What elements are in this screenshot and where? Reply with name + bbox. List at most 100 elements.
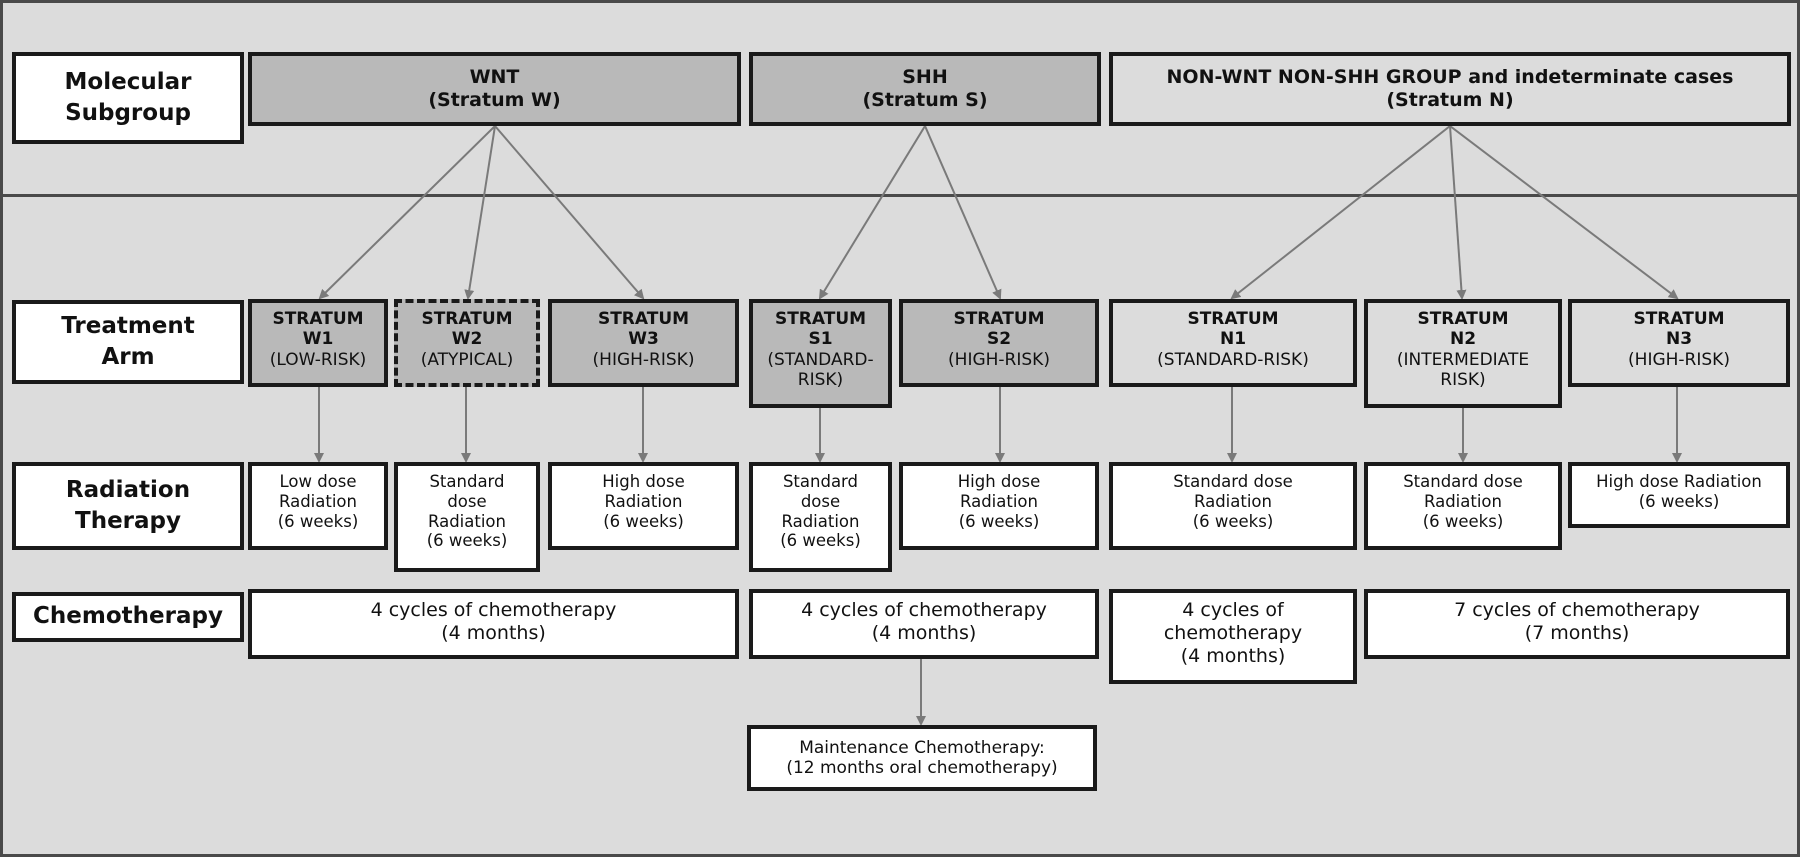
group-shh-name: SHH: [902, 66, 948, 89]
arm-s1-risk-line2: RISK): [797, 370, 844, 391]
radiation-s1-line4: (6 weeks): [780, 531, 861, 551]
radiation-w1-line3: (6 weeks): [277, 511, 359, 531]
radiation-w3-line3: (6 weeks): [603, 511, 684, 531]
arm-n3-risk: (HIGH-RISK): [1628, 349, 1730, 370]
chemo-s-line2: (4 months): [871, 621, 977, 644]
radiation-n3: High dose Radiation (6 weeks): [1568, 462, 1790, 528]
chemo-s: 4 cycles of chemotherapy (4 months): [749, 589, 1099, 659]
chemo-w-line2: (4 months): [441, 621, 546, 644]
chemo-n1-line2: chemotherapy: [1163, 621, 1303, 644]
row-label-radiation: Radiation Therapy: [12, 462, 244, 550]
arm-n3: STRATUM N3 (HIGH-RISK): [1568, 299, 1790, 387]
arm-n2-risk-line1: (INTERMEDIATE: [1396, 349, 1530, 370]
arm-s2: STRATUM S2 (HIGH-RISK): [899, 299, 1099, 387]
arm-n2-code: N2: [1449, 329, 1477, 350]
radiation-w3-line2: Radiation: [604, 491, 683, 511]
arm-n1: STRATUM N1 (STANDARD-RISK): [1109, 299, 1357, 387]
radiation-s2-line3: (6 weeks): [958, 511, 1040, 531]
arm-n1-code: N1: [1219, 329, 1247, 350]
radiation-n3-line1: High dose Radiation: [1596, 472, 1762, 491]
radiation-n1-line2: Radiation: [1194, 491, 1272, 511]
arm-n2: STRATUM N2 (INTERMEDIATE RISK): [1364, 299, 1562, 408]
chemo-n2-n3: 7 cycles of chemotherapy (7 months): [1364, 589, 1790, 659]
maintenance-chemo: Maintenance Chemotherapy: (12 months ora…: [747, 725, 1097, 791]
radiation-n3-line2: (6 weeks): [1638, 491, 1720, 511]
arm-w2-code: W2: [451, 329, 483, 350]
arm-s1-code: S1: [808, 329, 833, 350]
group-shh: SHH (Stratum S): [749, 52, 1101, 126]
arm-s2-title: STRATUM: [953, 309, 1045, 329]
chemo-w: 4 cycles of chemotherapy (4 months): [248, 589, 739, 659]
radiation-s2-line1: High dose: [957, 472, 1041, 491]
arm-s2-risk: (HIGH-RISK): [948, 349, 1050, 370]
arm-w3-title: STRATUM: [597, 309, 690, 329]
group-wnt: WNT (Stratum W): [248, 52, 741, 126]
arm-n3-title: STRATUM: [1633, 309, 1725, 329]
arm-w3-risk: (HIGH-RISK): [592, 349, 695, 370]
radiation-w1-line1: Low dose: [279, 472, 357, 491]
radiation-w2-line4: (6 weeks): [426, 531, 508, 551]
chemo-s-line1: 4 cycles of chemotherapy: [801, 599, 1047, 621]
radiation-n2: Standard dose Radiation (6 weeks): [1364, 462, 1562, 550]
radiation-s1-line3: Radiation: [781, 511, 860, 531]
arm-w3-code: W3: [628, 329, 659, 350]
row-label-treatment: Treatment Arm: [12, 300, 244, 384]
group-non-name: NON-WNT NON-SHH GROUP and indeterminate …: [1166, 66, 1734, 89]
arm-n2-title: STRATUM: [1417, 309, 1509, 329]
radiation-w1: Low dose Radiation (6 weeks): [248, 462, 388, 550]
chemo-n1-line3: (4 months): [1180, 644, 1286, 667]
radiation-w3: High dose Radiation (6 weeks): [548, 462, 739, 550]
radiation-n2-line3: (6 weeks): [1422, 511, 1504, 531]
radiation-w2: Standard dose Radiation (6 weeks): [394, 462, 540, 572]
group-shh-stratum: (Stratum S): [862, 89, 988, 111]
radiation-n1-line1: Standard dose: [1173, 472, 1293, 491]
row-label-molecular-text: Molecular Subgroup: [64, 68, 192, 126]
radiation-n2-line2: Radiation: [1424, 491, 1502, 511]
radiation-s1-line2: dose: [800, 491, 841, 511]
radiation-s1: Standard dose Radiation (6 weeks): [749, 462, 892, 572]
chemo-w-line1: 4 cycles of chemotherapy: [370, 599, 617, 621]
arm-n3-code: N3: [1665, 329, 1693, 350]
row-label-chemo-text: Chemotherapy: [33, 603, 223, 630]
arm-w1-title: STRATUM: [272, 309, 364, 329]
arm-w1-code: W1: [302, 329, 334, 350]
arm-w1-risk: (LOW-RISK): [269, 349, 367, 370]
radiation-s1-line1: Standard: [782, 472, 859, 491]
radiation-n1-line3: (6 weeks): [1192, 511, 1274, 531]
radiation-s2: High dose Radiation (6 weeks): [899, 462, 1099, 550]
maintenance-line1: Maintenance Chemotherapy:: [799, 737, 1045, 758]
chemo-n1: 4 cycles of chemotherapy (4 months): [1109, 589, 1357, 684]
arm-s1-risk-line1: (STANDARD-: [767, 349, 874, 370]
arm-s1-title: STRATUM: [774, 309, 867, 329]
row-label-chemo: Chemotherapy: [12, 592, 244, 642]
radiation-w2-line3: Radiation: [428, 511, 506, 531]
arm-w2: STRATUM W2 (ATYPICAL): [394, 299, 540, 387]
radiation-w2-line1: Standard: [429, 472, 505, 491]
maintenance-line2: (12 months oral chemotherapy): [786, 758, 1058, 778]
chemo-n1-line1: 4 cycles of: [1182, 599, 1284, 621]
group-wnt-name: WNT: [469, 66, 520, 89]
radiation-n2-line1: Standard dose: [1403, 472, 1523, 491]
chemo-n23-line2: (7 months): [1524, 621, 1630, 644]
radiation-w3-line1: High dose: [602, 472, 685, 491]
row-label-treatment-text: Treatment Arm: [61, 312, 195, 370]
radiation-w2-line2: dose: [447, 491, 487, 511]
radiation-n1: Standard dose Radiation (6 weeks): [1109, 462, 1357, 550]
arm-n1-risk: (STANDARD-RISK): [1157, 349, 1309, 370]
row-label-molecular: Molecular Subgroup: [12, 52, 244, 144]
arm-s1: STRATUM S1 (STANDARD- RISK): [749, 299, 892, 408]
group-non-stratum: (Stratum N): [1386, 89, 1514, 111]
arm-w1: STRATUM W1 (LOW-RISK): [248, 299, 388, 387]
arm-n1-title: STRATUM: [1187, 309, 1279, 329]
group-non-wnt-non-shh: NON-WNT NON-SHH GROUP and indeterminate …: [1109, 52, 1791, 126]
arm-w2-risk: (ATYPICAL): [420, 349, 514, 370]
arm-w2-title: STRATUM: [421, 309, 513, 329]
radiation-w1-line2: Radiation: [279, 491, 357, 511]
row-label-radiation-text: Radiation Therapy: [65, 476, 191, 534]
chemo-n23-line1: 7 cycles of chemotherapy: [1454, 599, 1700, 621]
radiation-s2-line2: Radiation: [960, 491, 1038, 511]
arm-s2-code: S2: [986, 329, 1012, 350]
group-wnt-stratum: (Stratum W): [428, 89, 561, 111]
arm-n2-risk-line2: RISK): [1440, 370, 1486, 391]
